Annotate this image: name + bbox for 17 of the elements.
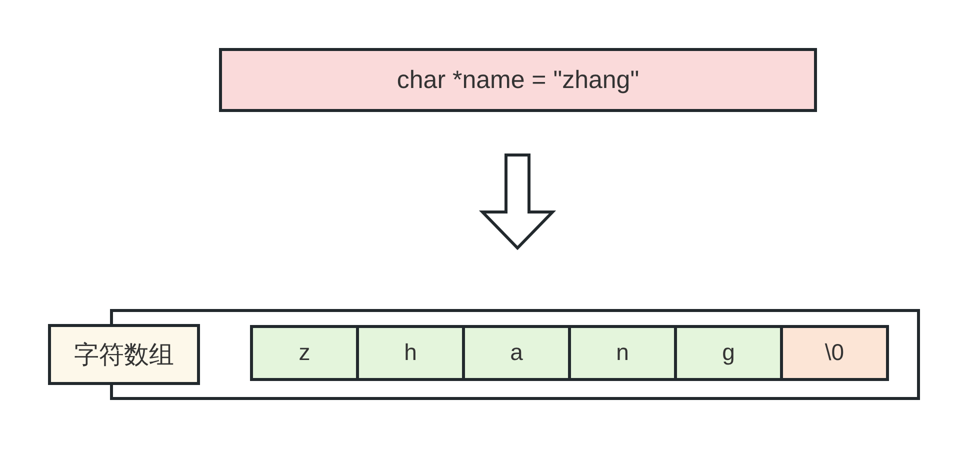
- cell-char: a: [510, 339, 523, 367]
- label-box: [48, 324, 200, 385]
- array-cell: [568, 325, 677, 381]
- cell-char: n: [616, 339, 629, 367]
- array-cell: [462, 325, 571, 381]
- array-cell: [674, 325, 783, 381]
- cell-char: g: [722, 339, 735, 367]
- array-cell: [356, 325, 465, 381]
- cell-char: z: [298, 339, 310, 367]
- hollow-arrow: [478, 154, 556, 250]
- array-cell: [250, 325, 359, 381]
- code-box: [219, 48, 817, 112]
- cell-char: \0: [824, 339, 844, 367]
- array-cell: [780, 325, 889, 381]
- cell-char: h: [404, 339, 417, 367]
- label-text: 字符数组: [74, 340, 174, 370]
- code-text: char *name = "zhang": [396, 65, 640, 95]
